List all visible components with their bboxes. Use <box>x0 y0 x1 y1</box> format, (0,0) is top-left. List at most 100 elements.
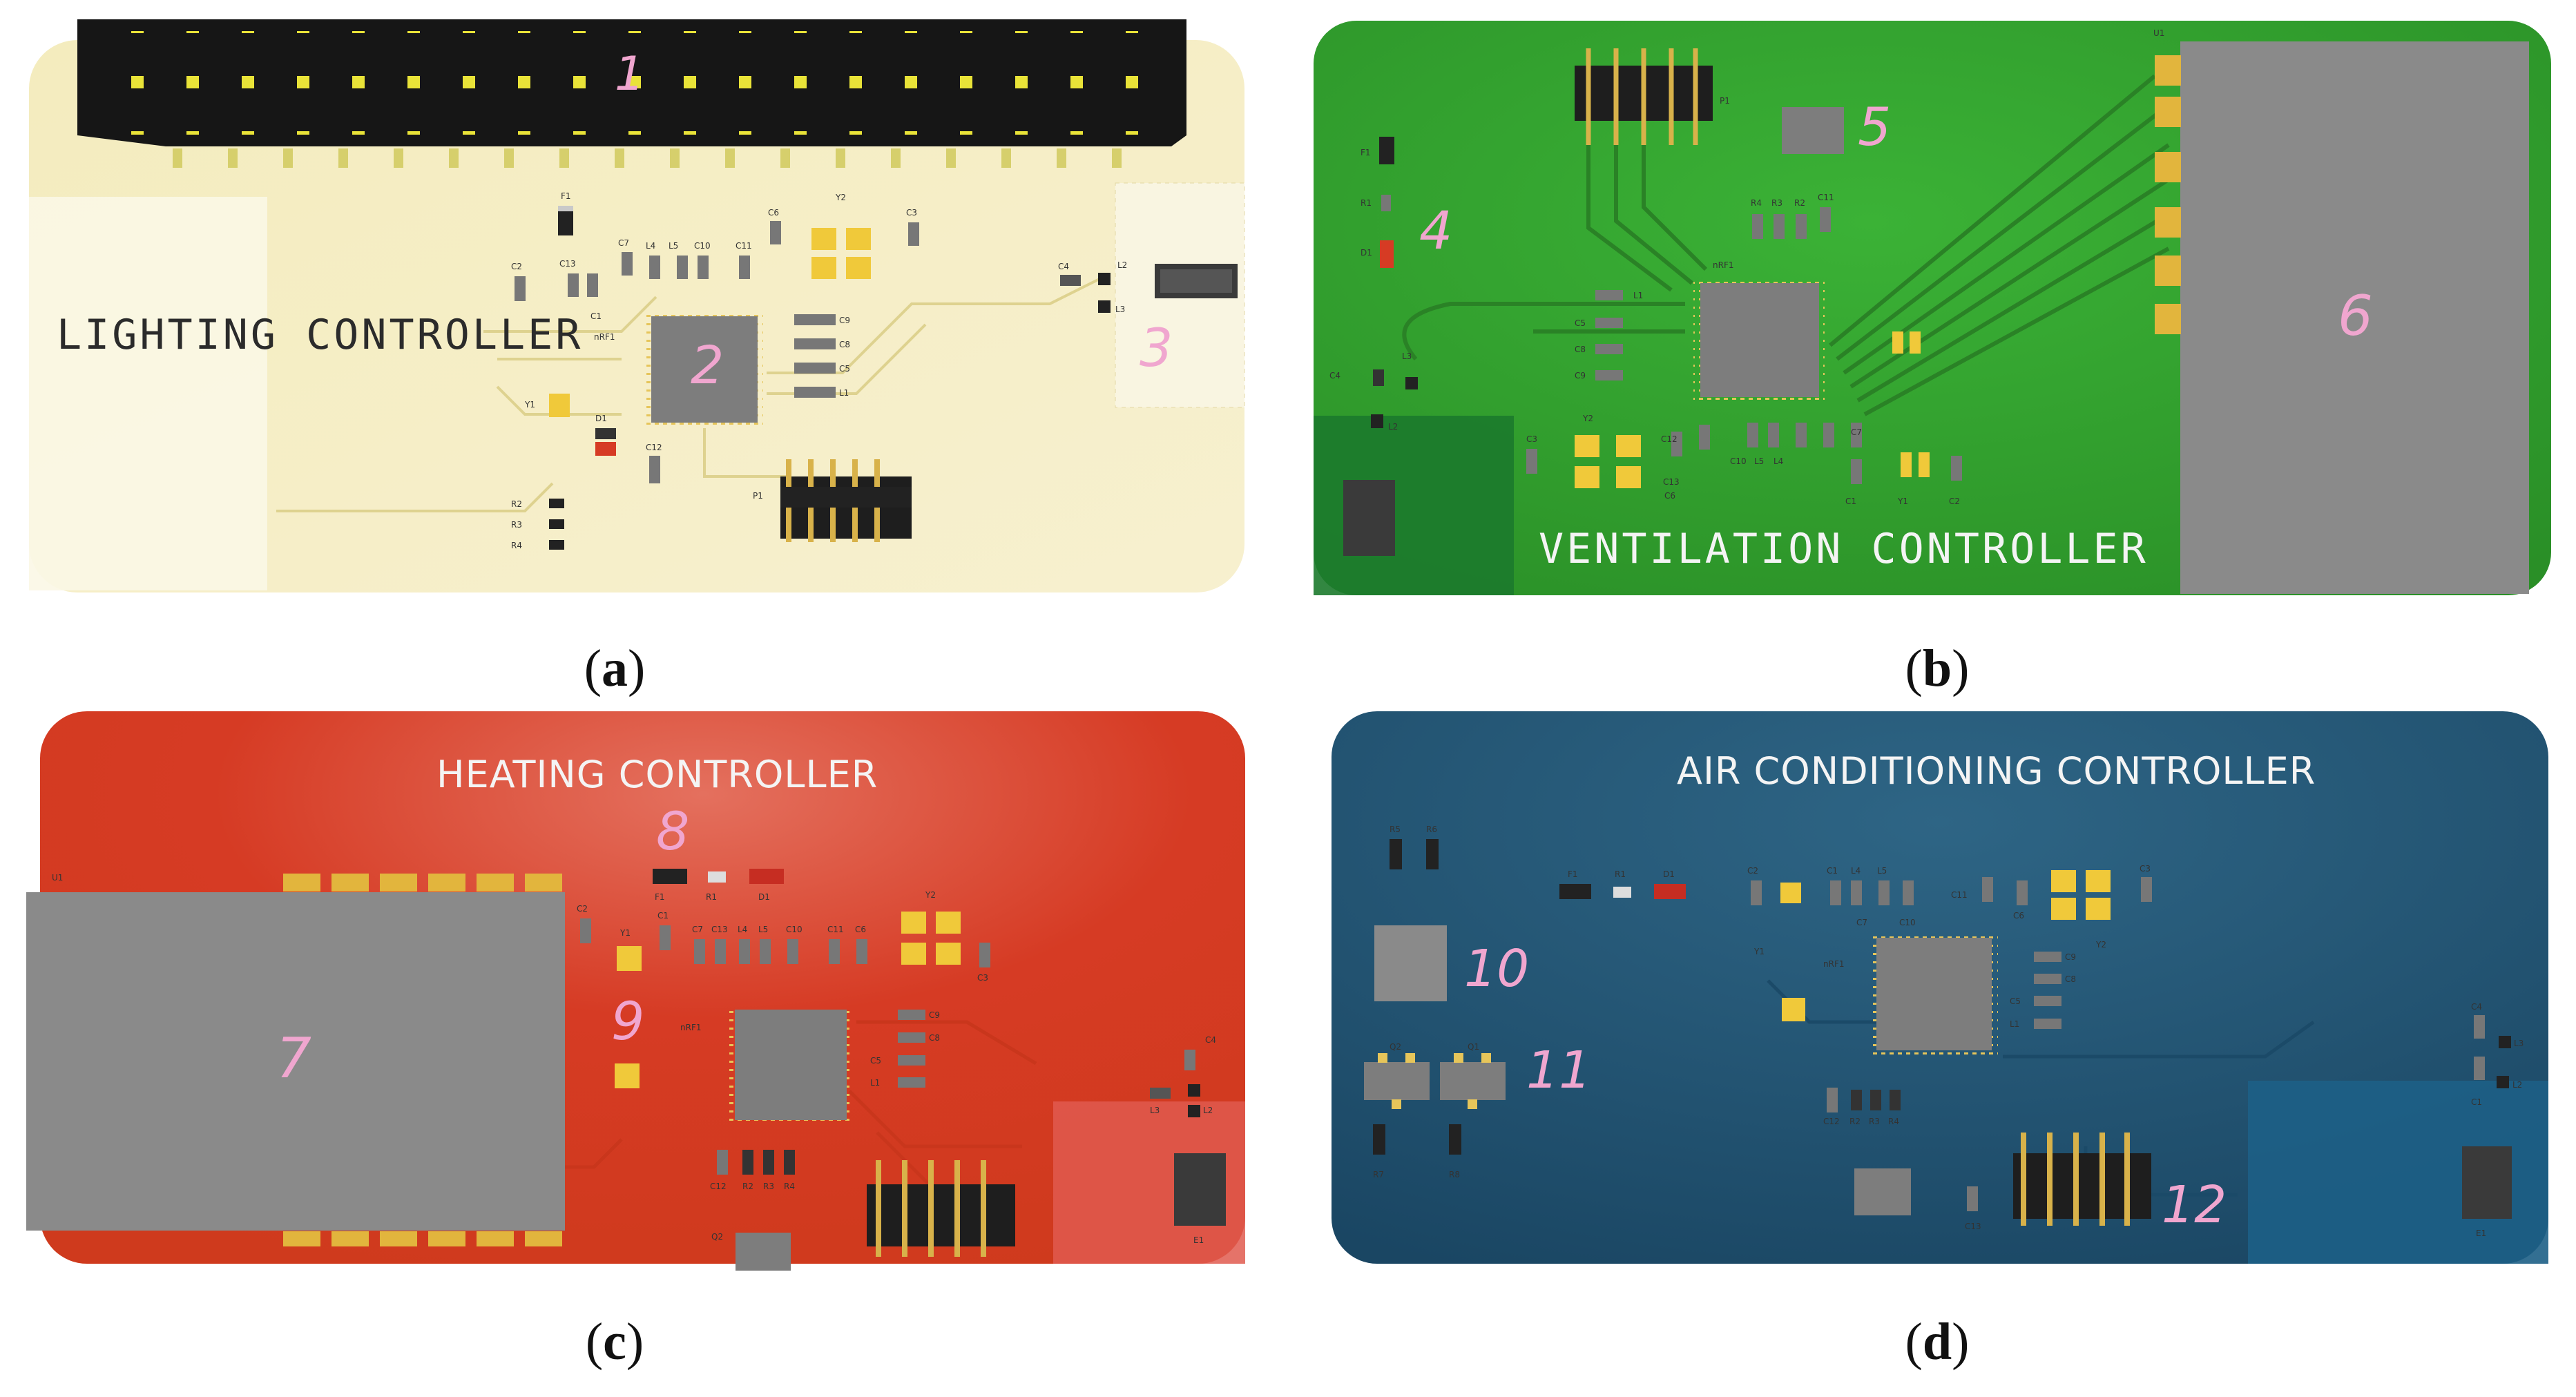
components-b <box>1343 137 1962 556</box>
silk-a-24: R3 <box>511 520 522 530</box>
silk-c-24: C12 <box>710 1182 727 1191</box>
silk-d-6: C1 <box>1827 866 1838 876</box>
silk-c-9: C13 <box>711 925 728 934</box>
silk-a-3: C7 <box>618 238 629 248</box>
silk-d-32: L2 <box>2512 1080 2522 1090</box>
silk-c-26: R3 <box>763 1182 774 1191</box>
silk-c-12: C10 <box>786 925 802 934</box>
silk-d-17: C9 <box>2065 952 2076 962</box>
silk-a-20: Y1 <box>524 400 535 410</box>
silk-b-20: C10 <box>1730 456 1747 466</box>
silk-b-2: F1 <box>1361 148 1371 157</box>
silk-d-10: C6 <box>2013 911 2024 921</box>
silk-d-21: Q2 <box>1390 1042 1401 1052</box>
power-module <box>26 892 565 1231</box>
silk-d-23: R7 <box>1373 1170 1384 1179</box>
silk-b-0: U1 <box>2153 28 2164 38</box>
silk-c-15: C3 <box>977 973 988 983</box>
silk-a-2: C13 <box>559 259 576 269</box>
silk-b-3: R1 <box>1361 198 1372 208</box>
silk-d-11: C3 <box>2140 864 2151 874</box>
caption-b: (b) <box>1905 639 1970 697</box>
silk-b-24: C7 <box>1851 427 1862 437</box>
components-c <box>580 869 1226 1271</box>
silk-c-14: C6 <box>855 925 866 934</box>
silk-d-12: C7 <box>1856 918 1867 927</box>
silk-c-0: U1 <box>52 873 63 883</box>
silk-d-33: C1 <box>2471 1097 2482 1107</box>
silk-a-21: D1 <box>595 414 607 423</box>
silk-b-23: C13 <box>1663 477 1680 487</box>
silk-b-22: L4 <box>1774 456 1783 466</box>
title-heating: HEATING CONTROLLER <box>436 753 878 796</box>
sensor-chip <box>1782 107 1844 154</box>
silk-b-7: R2 <box>1794 198 1805 208</box>
silk-c-4: D1 <box>758 892 770 902</box>
silk-c-27: R4 <box>784 1182 795 1191</box>
silk-d-14: Y1 <box>1753 947 1765 956</box>
silk-c-6: Y1 <box>619 928 631 938</box>
silk-d-1: R6 <box>1426 825 1437 834</box>
silk-b-9: nRF1 <box>1713 260 1733 270</box>
callout-10: 10 <box>1464 939 1529 999</box>
silk-b-1: P1 <box>1720 96 1730 106</box>
silk-a-22: C12 <box>646 443 662 452</box>
silk-b-10: L1 <box>1633 291 1643 300</box>
board-heating: U1 Y2 F1 R1 D1 C2 Y1 C1 C7 C13 L4 L5 C10… <box>26 711 1245 1271</box>
caption-a: (a) <box>584 639 646 697</box>
silk-a-7: C11 <box>736 241 752 251</box>
silk-a-17: L3 <box>1115 305 1125 314</box>
components-a <box>515 206 1238 550</box>
silk-b-5: R4 <box>1751 198 1762 208</box>
title-ventilation: VENTILATION CONTROLLER <box>1539 525 2149 573</box>
silk-a-1: C2 <box>511 262 522 271</box>
silk-a-14: L1 <box>839 388 849 398</box>
silk-a-19: nRF1 <box>594 332 615 342</box>
silk-d-28: R4 <box>1888 1117 1899 1126</box>
silk-d-29: C13 <box>1965 1222 1981 1231</box>
transistors <box>1364 1053 1506 1109</box>
silk-b-8: C11 <box>1818 193 1834 202</box>
silk-c-25: R2 <box>742 1182 753 1191</box>
pin-header-p1 <box>780 459 912 542</box>
silk-c-16: C9 <box>929 1010 940 1020</box>
sensor-module-d <box>1374 925 1447 1001</box>
silk-a-23: R2 <box>511 499 522 509</box>
callout-4: 4 <box>1419 200 1452 261</box>
silk-c-2: F1 <box>655 892 665 902</box>
caption-d: (d) <box>1905 1313 1970 1371</box>
silk-b-25: C6 <box>1664 491 1675 501</box>
silk-b-15: L3 <box>1402 351 1412 361</box>
silk-d-24: R8 <box>1449 1170 1460 1179</box>
silk-a-25: R4 <box>511 541 522 550</box>
pin-header-c <box>867 1160 1015 1257</box>
silk-c-22: L3 <box>1150 1106 1160 1115</box>
silk-b-16: L2 <box>1388 422 1398 432</box>
silk-c-1: Y2 <box>925 890 936 900</box>
silk-c-7: C1 <box>657 911 669 921</box>
silk-b-21: L5 <box>1754 456 1764 466</box>
silk-c-10: L4 <box>738 925 747 934</box>
silk-d-27: R3 <box>1869 1117 1880 1126</box>
silk-a-8: C6 <box>768 208 779 218</box>
silk-c-3: R1 <box>706 892 717 902</box>
silk-d-3: R1 <box>1615 869 1626 879</box>
silk-a-16: C4 <box>1058 262 1069 271</box>
silk-d-16: Y2 <box>2095 940 2106 950</box>
relay-module <box>2180 41 2529 594</box>
silk-b-12: C8 <box>1575 345 1586 354</box>
board-lighting: F1 C2 C13 C7 L4 L5 C10 C11 C6 Y2 C3 C9 C… <box>29 19 1245 592</box>
callout-6: 6 <box>2338 284 2373 348</box>
silk-a-15: L2 <box>1117 260 1127 270</box>
board-ventilation: U1 P1 F1 R1 D1 R4 R3 R2 C11 nRF1 L1 C5 C… <box>1314 21 2551 595</box>
silk-a-4: L4 <box>646 241 655 251</box>
title-air-conditioning: AIR CONDITIONING CONTROLLER <box>1677 749 2316 793</box>
caption-c: (c) <box>585 1313 644 1371</box>
silk-d-26: R2 <box>1849 1117 1861 1126</box>
silk-b-18: Y2 <box>1582 414 1593 423</box>
silk-d-7: L4 <box>1851 866 1861 876</box>
silk-d-4: D1 <box>1663 869 1675 879</box>
silk-b-19: C12 <box>1661 434 1678 444</box>
silk-d-25: C12 <box>1823 1117 1840 1126</box>
